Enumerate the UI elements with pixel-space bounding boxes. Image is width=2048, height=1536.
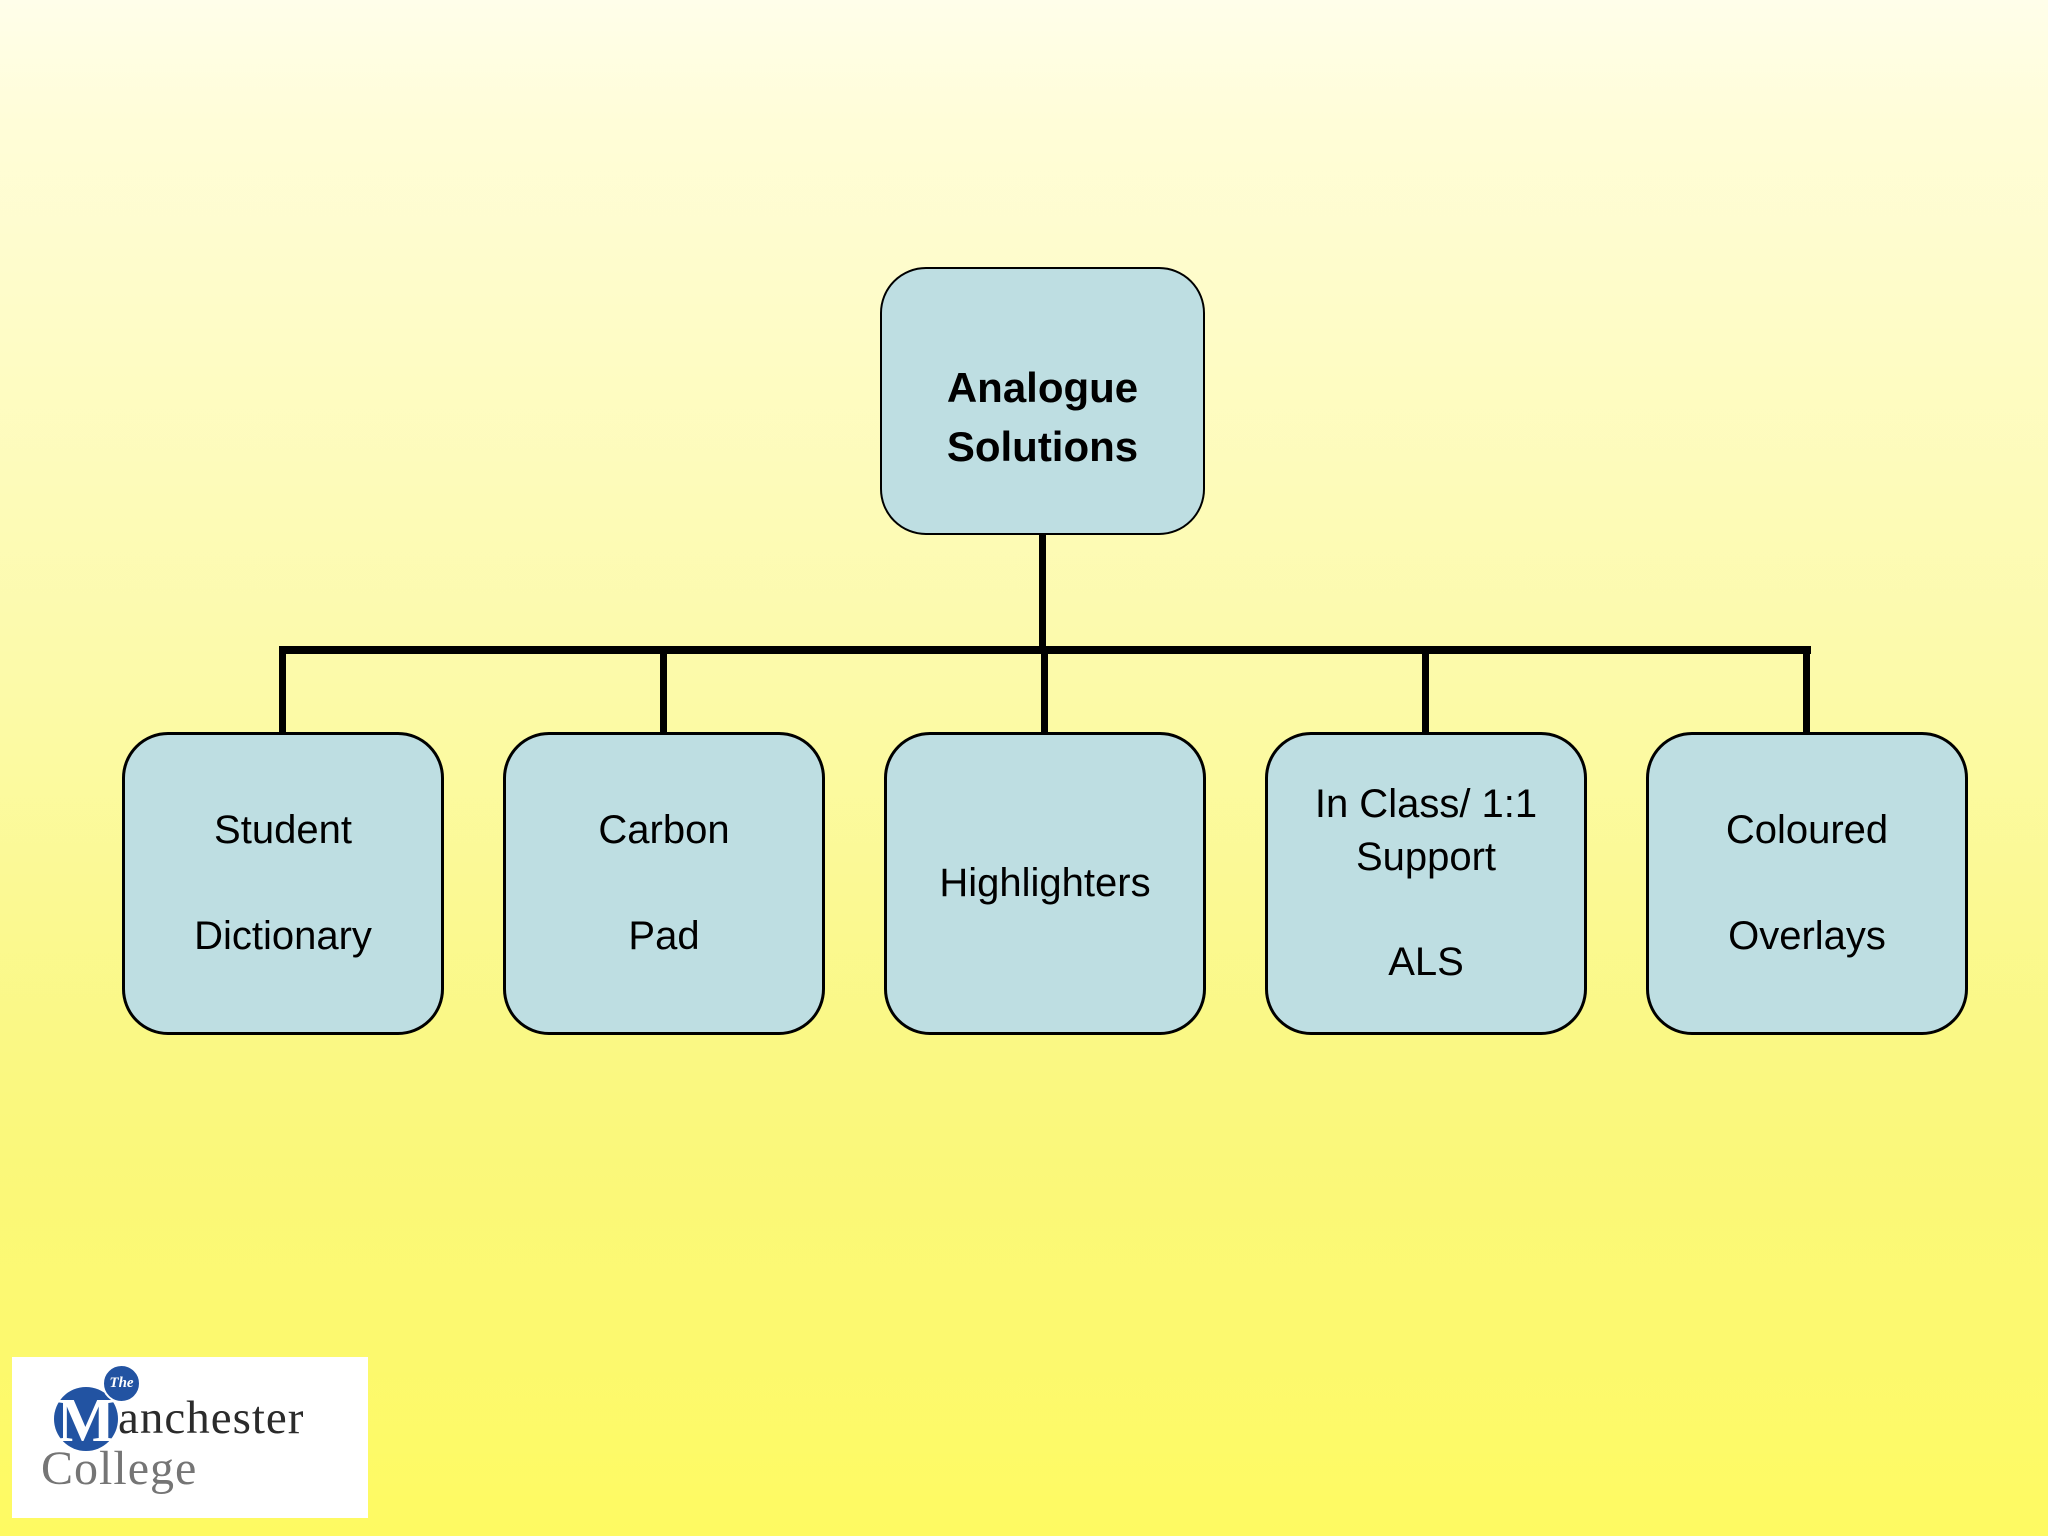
connector-root-drop bbox=[1039, 533, 1046, 650]
node-carbon-pad: Carbon Pad bbox=[503, 732, 825, 1035]
node-student-dictionary: Student Dictionary bbox=[122, 732, 444, 1035]
connector-drop-coloured-overlays bbox=[1803, 646, 1810, 736]
node-coloured-overlays: Coloured Overlays bbox=[1646, 732, 1968, 1035]
logo-the-text: The bbox=[109, 1375, 134, 1391]
logo-name-text: anchester bbox=[118, 1392, 305, 1444]
manchester-college-logo: M The anchester College bbox=[12, 1357, 368, 1518]
connector-drop-student-dictionary bbox=[279, 646, 286, 736]
logo-college-text: College bbox=[41, 1442, 198, 1495]
logo-the-circle: The bbox=[102, 1364, 141, 1403]
connector-drop-carbon-pad bbox=[660, 646, 667, 736]
node-analogue-solutions: Analogue Solutions bbox=[880, 267, 1205, 535]
node-in-class-support-als: In Class/ 1:1 Support ALS bbox=[1265, 732, 1587, 1035]
logo-m-letter: M bbox=[56, 1387, 116, 1455]
connector-drop-in-class-support bbox=[1422, 646, 1429, 736]
connector-drop-highlighters bbox=[1041, 646, 1048, 736]
node-highlighters: Highlighters bbox=[884, 732, 1206, 1035]
